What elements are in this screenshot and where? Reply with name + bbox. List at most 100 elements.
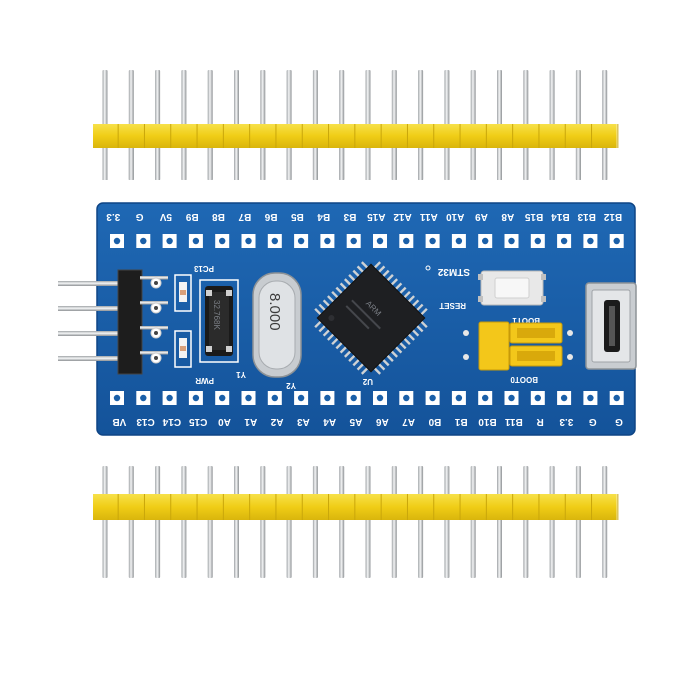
header-pin (286, 466, 292, 578)
header-pin-lower (286, 148, 292, 180)
top-pad-hole (192, 237, 200, 245)
header-pin (312, 466, 318, 578)
bottom-pin-label: A1 (244, 416, 257, 427)
header-pin (181, 466, 187, 578)
top-pin-label: B15 (524, 211, 543, 222)
pwr-label: PWR (195, 376, 214, 385)
header-pin-lower (207, 148, 213, 180)
bottom-pin-label: G (615, 416, 623, 427)
header-pin (365, 466, 371, 578)
top-pad-hole (508, 237, 515, 245)
bottom-pin-label: A7 (402, 416, 415, 427)
chip-pin (402, 290, 411, 300)
top-pin-label: B6 (264, 211, 277, 222)
chip-pin (331, 290, 340, 300)
chip-pin (327, 295, 336, 304)
top-pad-hole (113, 237, 121, 245)
top-pin-label: 3.3 (106, 211, 120, 222)
top-pin-label: 5V (159, 211, 172, 222)
chip-pin (381, 358, 390, 367)
chip-pin (339, 345, 348, 354)
chip-pin (377, 265, 386, 274)
micro-usb-connector (585, 282, 637, 370)
top-pad-hole (455, 237, 463, 245)
stm32-label: STM32 (437, 266, 470, 277)
top-pin-labels: B12B13B14B15A8A9A10A11A12A15B3B4B5B6B7B8… (106, 211, 622, 222)
chip-pin (314, 319, 323, 329)
bottom-pin-label: VB (112, 416, 126, 427)
header-pin-lower (418, 148, 424, 180)
top-pin-label: B14 (551, 211, 570, 222)
top-pin-label: B4 (317, 211, 330, 222)
chip-pin (352, 358, 361, 367)
chip-pin (415, 303, 424, 312)
chip-pin (394, 282, 403, 291)
chip-pin (348, 353, 357, 362)
pin-header-bottom (93, 466, 619, 578)
top-pad-hole (245, 237, 252, 245)
header-pin (575, 466, 581, 578)
bottom-pad-hole (403, 394, 410, 402)
chip-pin (372, 261, 382, 270)
bottom-pad-hole (297, 394, 305, 402)
chip-pin (318, 324, 327, 333)
chip-pin (322, 299, 331, 308)
chip-pin (327, 332, 336, 341)
chip-pin (352, 269, 361, 278)
led-pc13 (174, 274, 192, 312)
chip-pin (406, 332, 415, 341)
bottom-pin-label: A2 (270, 416, 283, 427)
header-pin (234, 466, 239, 578)
reset-button (478, 270, 546, 306)
bottom-pin-label: B1 (454, 416, 467, 427)
top-pad-hole (376, 237, 384, 245)
led-pwr (174, 330, 192, 368)
header-pin-lower (602, 148, 608, 180)
top-pin-label: A10 (446, 211, 465, 222)
chip-pin (372, 366, 382, 375)
header-pin-lower (444, 148, 450, 180)
swd-header (58, 269, 168, 375)
chip-pin (335, 286, 344, 295)
header-pin-lower (391, 148, 397, 180)
bottom-pad-hole (613, 394, 620, 402)
top-pad-hole (350, 237, 357, 245)
bottom-pin-label: B0 (428, 416, 441, 427)
top-pad-hole (613, 237, 620, 245)
top-pin-label: A8 (501, 211, 514, 222)
top-pad-hole (587, 237, 594, 245)
chip-pin (343, 349, 353, 358)
crystal-y2: 8.000 (252, 272, 302, 378)
bottom-pin-label: A0 (218, 416, 231, 427)
top-pad-hole (534, 237, 541, 245)
bottom-pad-hole (350, 394, 357, 402)
top-pads (110, 234, 624, 248)
crystal-text: 8.000 (266, 293, 283, 331)
header-pin-lower (549, 148, 555, 180)
bottom-pin-label: A4 (323, 416, 336, 427)
bottom-pad-hole (166, 394, 173, 402)
header-pin-lower (470, 148, 476, 180)
header-pin-lower (523, 148, 529, 180)
header-pin-lower (497, 148, 502, 180)
chip-pin (331, 336, 340, 346)
top-pin-label: B3 (343, 211, 356, 222)
bottom-pad-hole (324, 394, 331, 402)
bottom-pad-hole (376, 394, 384, 402)
chip-pin (398, 286, 407, 295)
top-pad-hole (297, 237, 305, 245)
small-crystal-text: 32.768K (212, 300, 221, 330)
header-pin-lower (312, 148, 318, 180)
header-pin-lower (575, 148, 581, 180)
chip-pin (381, 269, 390, 278)
chip-pin (322, 328, 331, 337)
chip-pin (360, 366, 370, 375)
bottom-pad-hole (113, 394, 121, 402)
top-pin-label: B5 (291, 211, 304, 222)
header-pin (523, 466, 529, 578)
chip-pin (411, 328, 420, 337)
bottom-pin-label: A6 (375, 416, 388, 427)
chip-pin (343, 278, 353, 287)
y2-label: Y2 (286, 381, 296, 390)
top-pad-hole (429, 237, 436, 245)
